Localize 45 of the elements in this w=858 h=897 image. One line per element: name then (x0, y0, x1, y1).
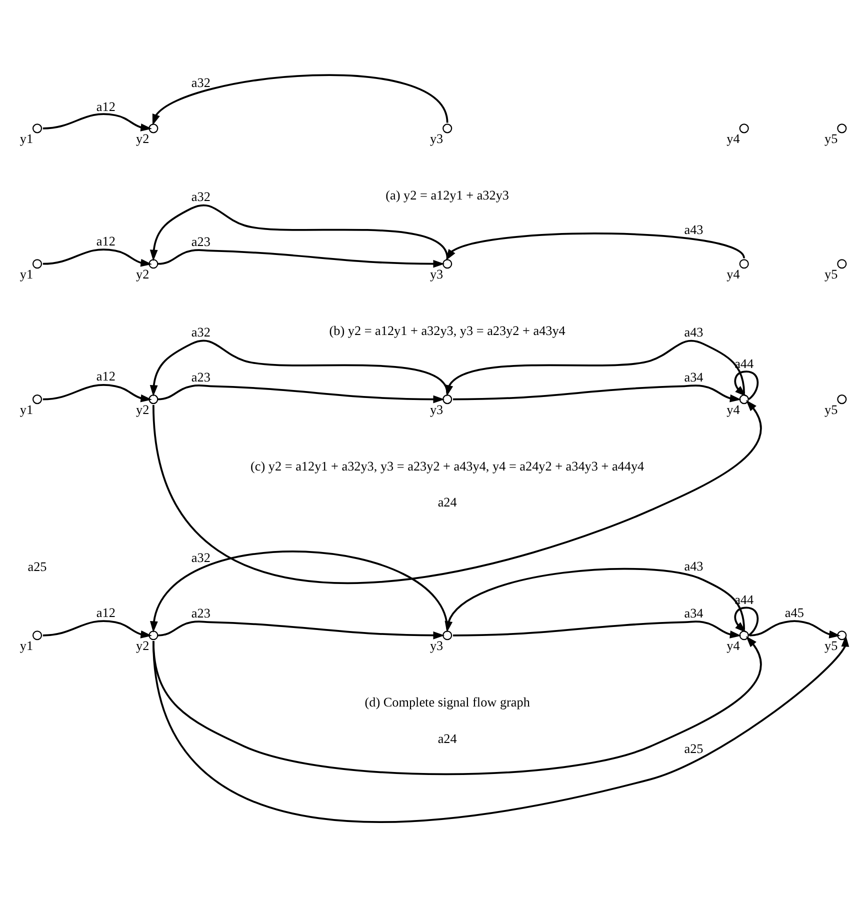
label: (c) y2 = a12y1 + a32y3, y3 = a23y2 + a43y4, y4 = a24y2 + a34y3 + a44y4 (250, 458, 644, 474)
node-label: y3 (430, 638, 444, 654)
edge-label: a34 (684, 370, 704, 385)
node-label: y2 (136, 131, 150, 146)
edge-label: a34 (684, 606, 704, 621)
node-label: y5 (824, 638, 838, 654)
node-label: y1 (20, 638, 34, 654)
label: (d) Complete signal flow graph (364, 694, 530, 710)
edge-label: a23 (191, 606, 210, 621)
label: (a) y2 = a12y1 + a32y3 (386, 188, 510, 203)
node-label: y5 (824, 402, 838, 418)
node-label: y1 (20, 131, 34, 146)
edge-label: a43 (684, 222, 704, 237)
edge-label: a12 (96, 604, 116, 620)
edge-label: a43 (684, 324, 704, 340)
node-label: y5 (824, 266, 838, 282)
edge-label: a32 (191, 189, 210, 204)
edge-label: a24 (438, 494, 457, 510)
edge-label: a24 (438, 730, 457, 746)
edge-label: a32 (191, 324, 210, 340)
label: (b) y2 = a12y1 + a32y3, y3 = a23y2 + a43y4 (329, 323, 566, 338)
edge-label: a23 (191, 234, 210, 250)
node-label: y1 (20, 266, 34, 282)
node-label: y2 (136, 402, 150, 418)
edge-label: a12 (96, 368, 116, 384)
node-label: y4 (726, 638, 740, 654)
node-label: y4 (726, 402, 740, 418)
edge-label: a12 (96, 98, 116, 114)
node-label: y3 (430, 131, 444, 146)
edge-label: a43 (684, 558, 704, 574)
node-label: y3 (430, 266, 444, 282)
edge-label: a12 (96, 233, 116, 248)
edge-label: a23 (191, 370, 210, 385)
node-label: y3 (430, 402, 444, 418)
node-label: y5 (824, 131, 838, 146)
node-label: y2 (136, 638, 150, 654)
node-label: y1 (20, 402, 34, 418)
node-label: y2 (136, 266, 150, 282)
node-label: y4 (726, 266, 740, 282)
edge-label: a25 (684, 741, 704, 756)
edge-label: a45 (784, 604, 804, 620)
node-label: y4 (726, 131, 740, 146)
edge-label: a32 (191, 550, 210, 566)
label: a25 (28, 559, 47, 574)
edge-label: a32 (191, 75, 210, 90)
